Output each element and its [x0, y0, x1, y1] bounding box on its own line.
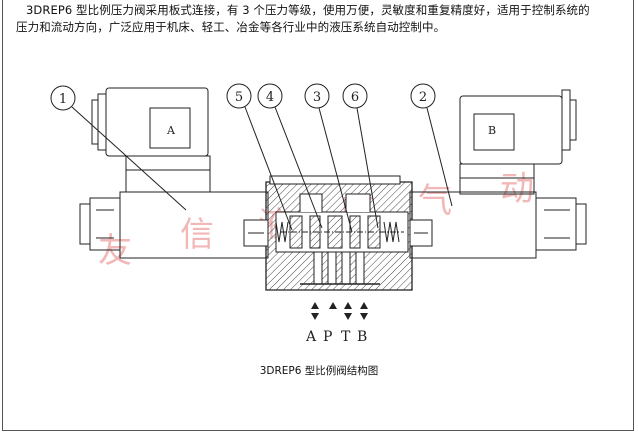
port-b-arrow-down: [360, 313, 368, 320]
port-t-arrow-down: [344, 313, 352, 320]
callout-number-2: 2: [419, 90, 427, 105]
callout-leader-5: [244, 106, 293, 231]
port-label-p: P: [323, 329, 332, 345]
callout-number-5: 5: [235, 90, 243, 105]
callout-circle-4: [257, 83, 283, 109]
callout-numbers: 1 5 4 3 6 2: [59, 90, 427, 107]
port-a-arrow-up: [311, 302, 319, 309]
watermark-char: 气: [418, 181, 452, 221]
port-label-a: A: [305, 329, 317, 345]
intro-line-2: 压力和流动方向，广泛应用于机床、轻工、冶金等各行业中的液压系统自动控制中。: [16, 20, 446, 34]
callout-number-6: 6: [351, 90, 359, 105]
callout-number-3: 3: [313, 90, 321, 105]
callout-leader-6: [356, 107, 379, 229]
callouts: [50, 83, 453, 233]
port-p-arrow-up: [329, 302, 337, 309]
watermark-char: 友: [98, 231, 132, 271]
valve-body: [243, 175, 433, 291]
callout-number-4: 4: [266, 90, 274, 105]
callout-leader-4: [274, 106, 323, 229]
callout-leader-1: [71, 106, 187, 211]
port-b-arrow-up: [360, 302, 368, 309]
callout-circle-6: [342, 83, 368, 109]
callout-circle-5: [226, 83, 252, 109]
watermark-char: 动: [500, 169, 534, 209]
watermark-char: 信: [180, 215, 214, 255]
port-a-arrow-down: [311, 313, 319, 320]
port-labels: A P T B: [305, 329, 367, 345]
port-arrows: [311, 302, 368, 320]
port-t-arrow-up: [344, 302, 352, 309]
left-solenoid: [91, 87, 211, 193]
callout-leader-2: [426, 107, 453, 207]
left-coil-housing: [79, 191, 269, 259]
callout-circle-1: [50, 85, 76, 111]
callout-circle-2: [410, 83, 436, 109]
callout-circle-3: [304, 83, 330, 109]
port-label-b: B: [357, 329, 367, 345]
callout-number-1: 1: [59, 92, 67, 107]
intro-paragraph: 3DREP6 型比例压力阀采用板式连接，有 3 个压力等级，使用万便，灵敏度和重…: [16, 2, 628, 36]
intro-line-1: 3DREP6 型比例压力阀采用板式连接，有 3 个压力等级，使用万便，灵敏度和重…: [26, 3, 590, 17]
right-solenoid: [459, 89, 577, 195]
port-label-t: T: [341, 329, 351, 345]
solenoid-a-label: A: [166, 124, 176, 137]
solenoid-b-label: B: [488, 124, 496, 137]
callout-leader-3: [318, 107, 353, 233]
diagram-caption: 3DREP6 型比例阀结构图: [259, 365, 379, 377]
